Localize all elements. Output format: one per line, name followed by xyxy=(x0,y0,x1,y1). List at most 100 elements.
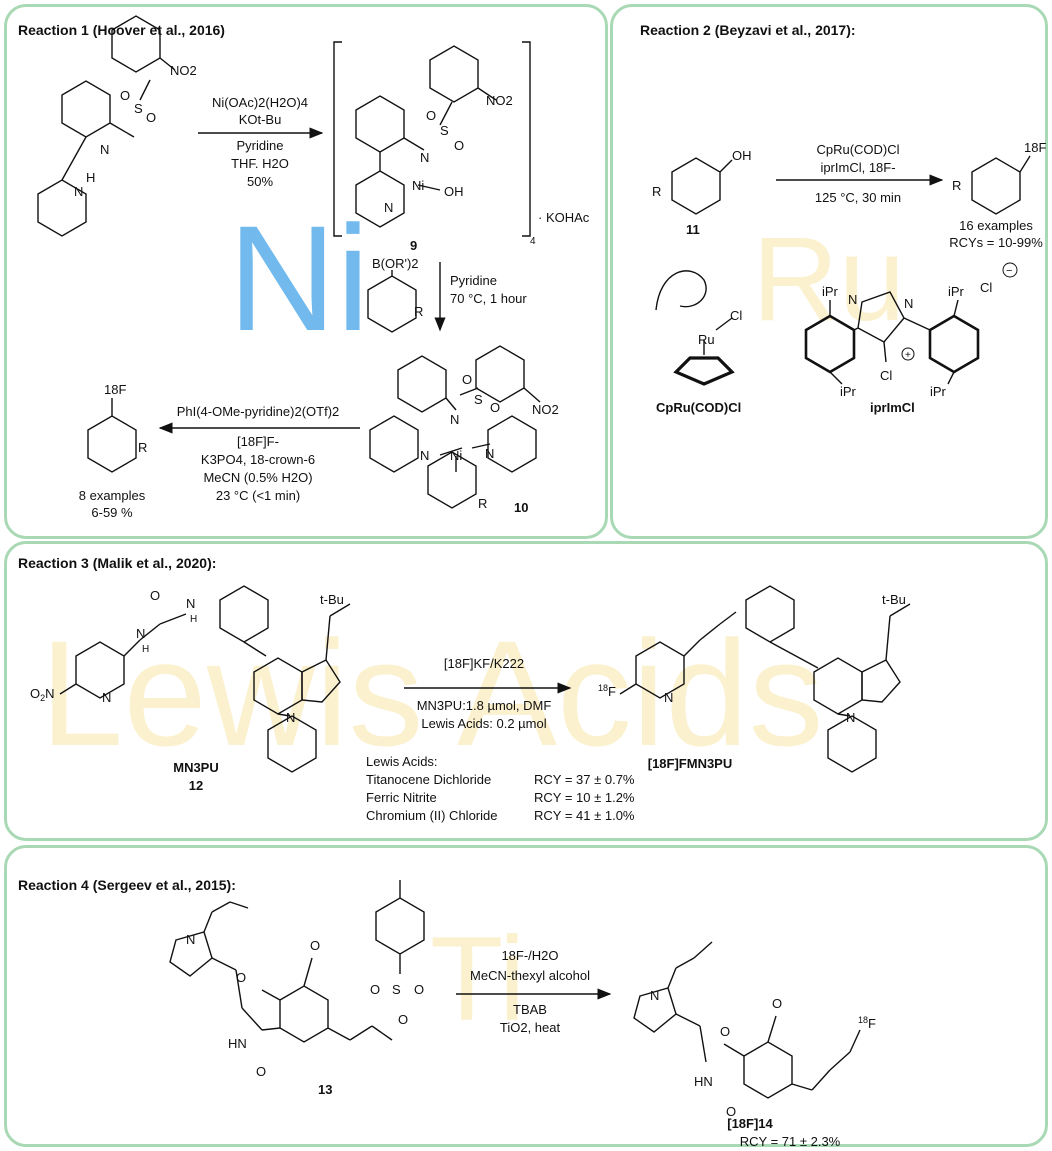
svg-text:S: S xyxy=(392,982,401,997)
reaction-1-title: Reaction 1 (Hoover et al., 2016) xyxy=(18,22,225,38)
p2-cat1-label: CpRu(COD)Cl xyxy=(656,400,741,415)
svg-text:H: H xyxy=(86,170,95,185)
svg-text:O: O xyxy=(772,996,782,1011)
svg-text:O: O xyxy=(236,970,246,985)
svg-text:HN: HN xyxy=(228,1036,247,1051)
svg-text:S: S xyxy=(134,101,143,116)
svg-text:O: O xyxy=(120,88,130,103)
p3-reagent-1: [18F]KF/K222 xyxy=(444,656,524,671)
reaction-3-title: Reaction 3 (Malik et al., 2020): xyxy=(18,555,216,571)
p3-la-2-rcy: RCY = 41 ± 1.0% xyxy=(534,808,635,823)
ru-watermark: Ru xyxy=(752,212,905,346)
p1-step3-reagent-1: PhI(4-OMe-pyridine)2(OTf)2 xyxy=(177,404,340,419)
svg-text:N: N xyxy=(74,184,83,199)
p3-lewis-acid-table: Lewis Acids: Titanocene Dichloride RCY =… xyxy=(366,754,635,823)
p2-ipr-4: iPr xyxy=(930,384,947,399)
p3-tbu-sm: t-Bu xyxy=(320,592,344,607)
p1-yield: 50% xyxy=(247,174,273,189)
svg-text:R: R xyxy=(478,496,487,511)
p3-la-2-name: Chromium (II) Chloride xyxy=(366,808,497,823)
p2-product-ring xyxy=(971,157,1021,215)
p3-product xyxy=(619,585,911,773)
p1-reagent-1: Ni(OAc)2(H2O)4 xyxy=(212,95,308,110)
svg-text:R: R xyxy=(138,440,147,455)
p1-starting-material xyxy=(37,15,176,237)
svg-text:N: N xyxy=(136,626,145,641)
svg-text:N: N xyxy=(102,690,111,705)
svg-text:HN: HN xyxy=(694,1074,713,1089)
p1-step2-conditions: 70 °C, 1 hour xyxy=(450,291,527,306)
p1-reagent-4: THF. H2O xyxy=(231,156,289,171)
svg-text:R: R xyxy=(414,304,423,319)
lewis-acids-watermark: Lewis Acids xyxy=(40,609,824,777)
p2-ipr-2: iPr xyxy=(840,384,857,399)
panel-reaction-1 xyxy=(4,4,608,539)
svg-text:S: S xyxy=(440,123,449,138)
svg-text:O: O xyxy=(414,982,424,997)
p2-r-product: R xyxy=(952,178,961,193)
svg-text:OH: OH xyxy=(444,184,464,199)
svg-text:Cl: Cl xyxy=(880,368,892,383)
p1-complex-9 xyxy=(333,41,531,237)
p1-label-10: 10 xyxy=(514,500,528,515)
svg-text:H: H xyxy=(142,644,149,655)
panel-reaction-4 xyxy=(4,845,1048,1147)
p3-sm-number: 12 xyxy=(189,778,203,793)
svg-text:O: O xyxy=(720,1024,730,1039)
svg-text:N: N xyxy=(904,296,913,311)
p2-ipr-3: iPr xyxy=(948,284,965,299)
p3-reagent-3: Lewis Acids: 0.2 µmol xyxy=(421,716,546,731)
svg-text:S: S xyxy=(474,392,483,407)
p2-reagent-1: CpRu(COD)Cl xyxy=(816,142,899,157)
svg-text:N: N xyxy=(186,596,195,611)
p1-step3-reagent-2: [18F]F- xyxy=(237,434,279,449)
p1-label-9: 9 xyxy=(410,238,417,253)
svg-text:O: O xyxy=(398,1012,408,1027)
p2-cl-cat1: Cl xyxy=(730,308,742,323)
svg-text:Ni: Ni xyxy=(450,448,462,463)
p1-step3-reagent-3: K3PO4, 18-crown-6 xyxy=(201,452,315,467)
p2-examples: 16 examples xyxy=(959,218,1033,233)
p3-product-name: [18F]FMN3PU xyxy=(648,756,733,771)
svg-text:N: N xyxy=(420,150,429,165)
panel-reaction-3 xyxy=(4,541,1048,841)
svg-text:N: N xyxy=(485,446,494,461)
p3-la-1-rcy: RCY = 10 ± 1.2% xyxy=(534,790,635,805)
svg-text:N: N xyxy=(848,292,857,307)
p2-cat2-label: iprImCl xyxy=(870,400,915,415)
p4-reagent-1: 18F-/H2O xyxy=(501,948,558,963)
p2-product-f: 18F xyxy=(1024,140,1046,155)
svg-text:18F: 18F xyxy=(598,683,616,699)
p1-step3-reagent-4: MeCN (0.5% H2O) xyxy=(203,470,312,485)
svg-text:N: N xyxy=(384,200,393,215)
svg-text:O: O xyxy=(490,400,500,415)
p2-r-sm: R xyxy=(652,184,661,199)
p2-rcys: RCYs = 10-99% xyxy=(949,235,1043,250)
p1-no2-label: NO2 xyxy=(170,63,197,78)
p4-reagent-2: MeCN-thexyl alcohol xyxy=(470,968,590,983)
p2-cl-anion: Cl xyxy=(980,280,992,295)
p2-cpru-structure xyxy=(655,270,735,386)
svg-text:N: N xyxy=(186,932,195,947)
p1-complex-10 xyxy=(369,345,541,509)
p4-reagent-4: TiO2, heat xyxy=(500,1020,561,1035)
p2-iprimcl-structure xyxy=(804,262,1018,385)
svg-text:O2N: O2N xyxy=(30,686,55,703)
svg-text:N: N xyxy=(650,988,659,1003)
p1-step3-reagent-5: 23 °C (<1 min) xyxy=(216,488,300,503)
p4-starting-material xyxy=(169,880,425,1043)
p1-complex-sub4: 4 xyxy=(530,236,536,247)
p2-conditions: 125 °C, 30 min xyxy=(815,190,901,205)
svg-text:O: O xyxy=(454,138,464,153)
p1-product-f: 18F xyxy=(104,382,126,397)
svg-text:N: N xyxy=(286,710,295,725)
p1-product-ring xyxy=(87,415,137,473)
p2-oh: OH xyxy=(732,148,752,163)
svg-text:−: − xyxy=(1006,265,1012,277)
p4-rcy: RCY = 71 ± 2.3% xyxy=(740,1134,841,1149)
p2-phenol-ring xyxy=(671,157,721,215)
p1-c10-no2: NO2 xyxy=(532,402,559,417)
p1-boronic-label: B(OR')2 xyxy=(372,256,419,271)
svg-text:O: O xyxy=(370,982,380,997)
p4-reagent-3: TBAB xyxy=(513,1002,547,1017)
